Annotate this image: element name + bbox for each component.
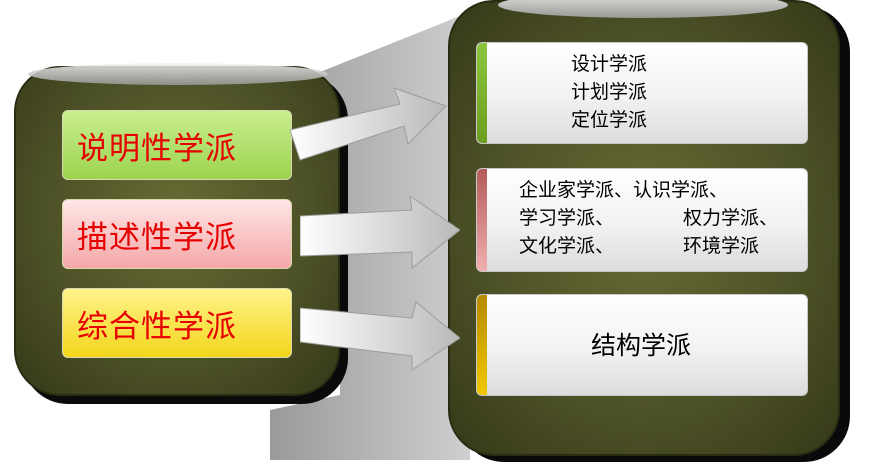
panel-line: 企业家学派、认识学派、 — [519, 179, 729, 201]
arrow-2 — [300, 196, 460, 270]
label-descriptive-school: 描述性学派 — [62, 199, 292, 269]
arrow-1 — [290, 87, 447, 161]
left-container-lid — [28, 63, 328, 85]
right-container-lid — [498, 0, 788, 18]
panel-line: 权力学派、 — [683, 207, 779, 229]
panel-line: 计划学派 — [571, 81, 648, 103]
panel-line: 环境学派 — [683, 235, 760, 257]
panel-line: 结构学派 — [591, 331, 692, 360]
label-integrative-school: 综合性学派 — [62, 288, 292, 358]
panel-accent-bar — [477, 169, 487, 271]
arrow-3 — [300, 301, 460, 371]
panel-configuration-school: 结构学派 — [476, 294, 808, 396]
label-prescriptive-school: 说明性学派 — [62, 110, 292, 180]
panel-line: 定位学派 — [571, 109, 648, 131]
label-integrative-text: 综合性学派 — [77, 308, 237, 345]
label-descriptive-text: 描述性学派 — [77, 219, 237, 256]
panel-accent-bar — [477, 43, 487, 143]
label-prescriptive-text: 说明性学派 — [77, 130, 237, 167]
panel-line: 学习学派、 — [519, 207, 615, 229]
panel-descriptive-schools: 企业家学派、认识学派、 学习学派、 权力学派、 文化学派、 环境学派 — [476, 168, 808, 272]
panel-accent-bar — [477, 295, 487, 395]
panel-line: 文化学派、 — [519, 235, 615, 257]
panel-design-schools: 设计学派 计划学派 定位学派 — [476, 42, 808, 144]
panel-line: 设计学派 — [571, 53, 648, 75]
